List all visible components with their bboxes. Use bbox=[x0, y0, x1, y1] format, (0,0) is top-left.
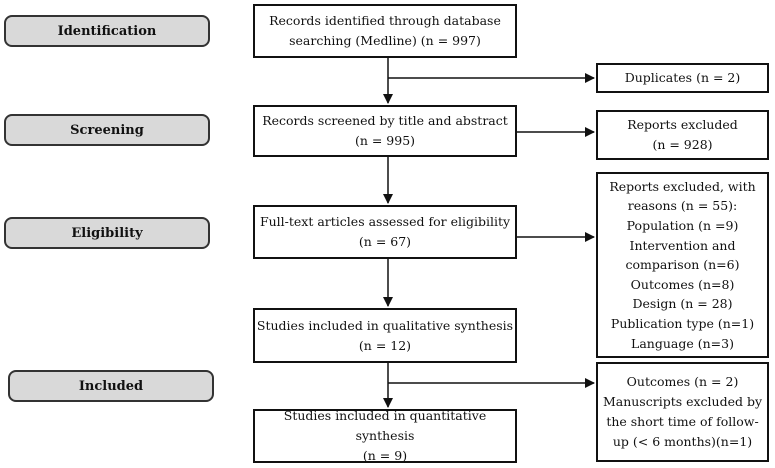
records-identified-line-1: Records identified through database bbox=[269, 13, 501, 28]
qualitative-line-1: Studies included in qualitative synthesi… bbox=[256, 317, 514, 333]
records-screened-line-2: (n = 995) bbox=[354, 133, 416, 148]
stage-identification: Identification bbox=[4, 15, 210, 47]
records-identified-box: Records identified through database sear… bbox=[253, 4, 517, 58]
stage-eligibility: Eligibility bbox=[4, 217, 210, 249]
fulltext-assessed-line-1: Full-text articles assessed for eligibil… bbox=[259, 214, 511, 229]
reasons-line-6: Outcomes (n=8) bbox=[630, 276, 735, 292]
reasons-line-9: Language (n=3) bbox=[631, 335, 734, 351]
reasons-line-4: Intervention and bbox=[629, 237, 736, 253]
duplicates-box: Duplicates (n = 2) bbox=[596, 63, 769, 93]
qualitative-line-2: (n = 12) bbox=[358, 337, 412, 353]
quantitative-line-2: (n = 9) bbox=[362, 448, 408, 463]
followup-line-1: Outcomes (n = 2) bbox=[626, 374, 739, 389]
reports-excluded-line-1: Reports excluded bbox=[627, 117, 738, 132]
fulltext-assessed-line-2: (n = 67) bbox=[358, 234, 412, 249]
quantitative-line-1: Studies included in quantitative synthes… bbox=[283, 408, 487, 443]
duplicates-line-1: Duplicates (n = 2) bbox=[624, 70, 741, 85]
reports-excluded-box: Reports excluded (n = 928) bbox=[596, 110, 769, 160]
qualitative-synthesis-box: Studies included in qualitative synthesi… bbox=[253, 308, 517, 363]
reasons-line-8: Publication type (n=1) bbox=[610, 315, 755, 331]
reasons-line-5: comparison (n=6) bbox=[625, 257, 740, 273]
quantitative-synthesis-box: Studies included in quantitative synthes… bbox=[253, 408, 517, 463]
records-identified-line-2: searching (Medline) (n = 997) bbox=[289, 33, 481, 48]
excluded-with-reasons-box: Reports excluded, with reasons (n = 55):… bbox=[596, 172, 769, 358]
reasons-line-7: Design (n = 28) bbox=[632, 296, 733, 312]
records-screened-box: Records screened by title and abstract (… bbox=[253, 105, 517, 157]
reasons-line-3: Population (n =9) bbox=[626, 218, 739, 234]
reports-excluded-line-2: (n = 928) bbox=[652, 137, 713, 152]
fulltext-assessed-box: Full-text articles assessed for eligibil… bbox=[253, 205, 517, 259]
records-screened-line-1: Records screened by title and abstract bbox=[262, 113, 508, 128]
stage-screening: Screening bbox=[4, 114, 210, 146]
followup-line-3: the short time of follow- bbox=[606, 414, 759, 429]
excluded-followup-box: Outcomes (n = 2) Manuscripts excluded by… bbox=[596, 362, 769, 462]
followup-line-2: Manuscripts excluded by bbox=[602, 394, 763, 409]
reasons-line-2: reasons (n = 55): bbox=[627, 198, 738, 214]
followup-line-4: up (< 6 months)(n=1) bbox=[612, 434, 753, 449]
reasons-line-1: Reports excluded, with bbox=[609, 178, 756, 194]
stage-included: Included bbox=[8, 370, 214, 402]
